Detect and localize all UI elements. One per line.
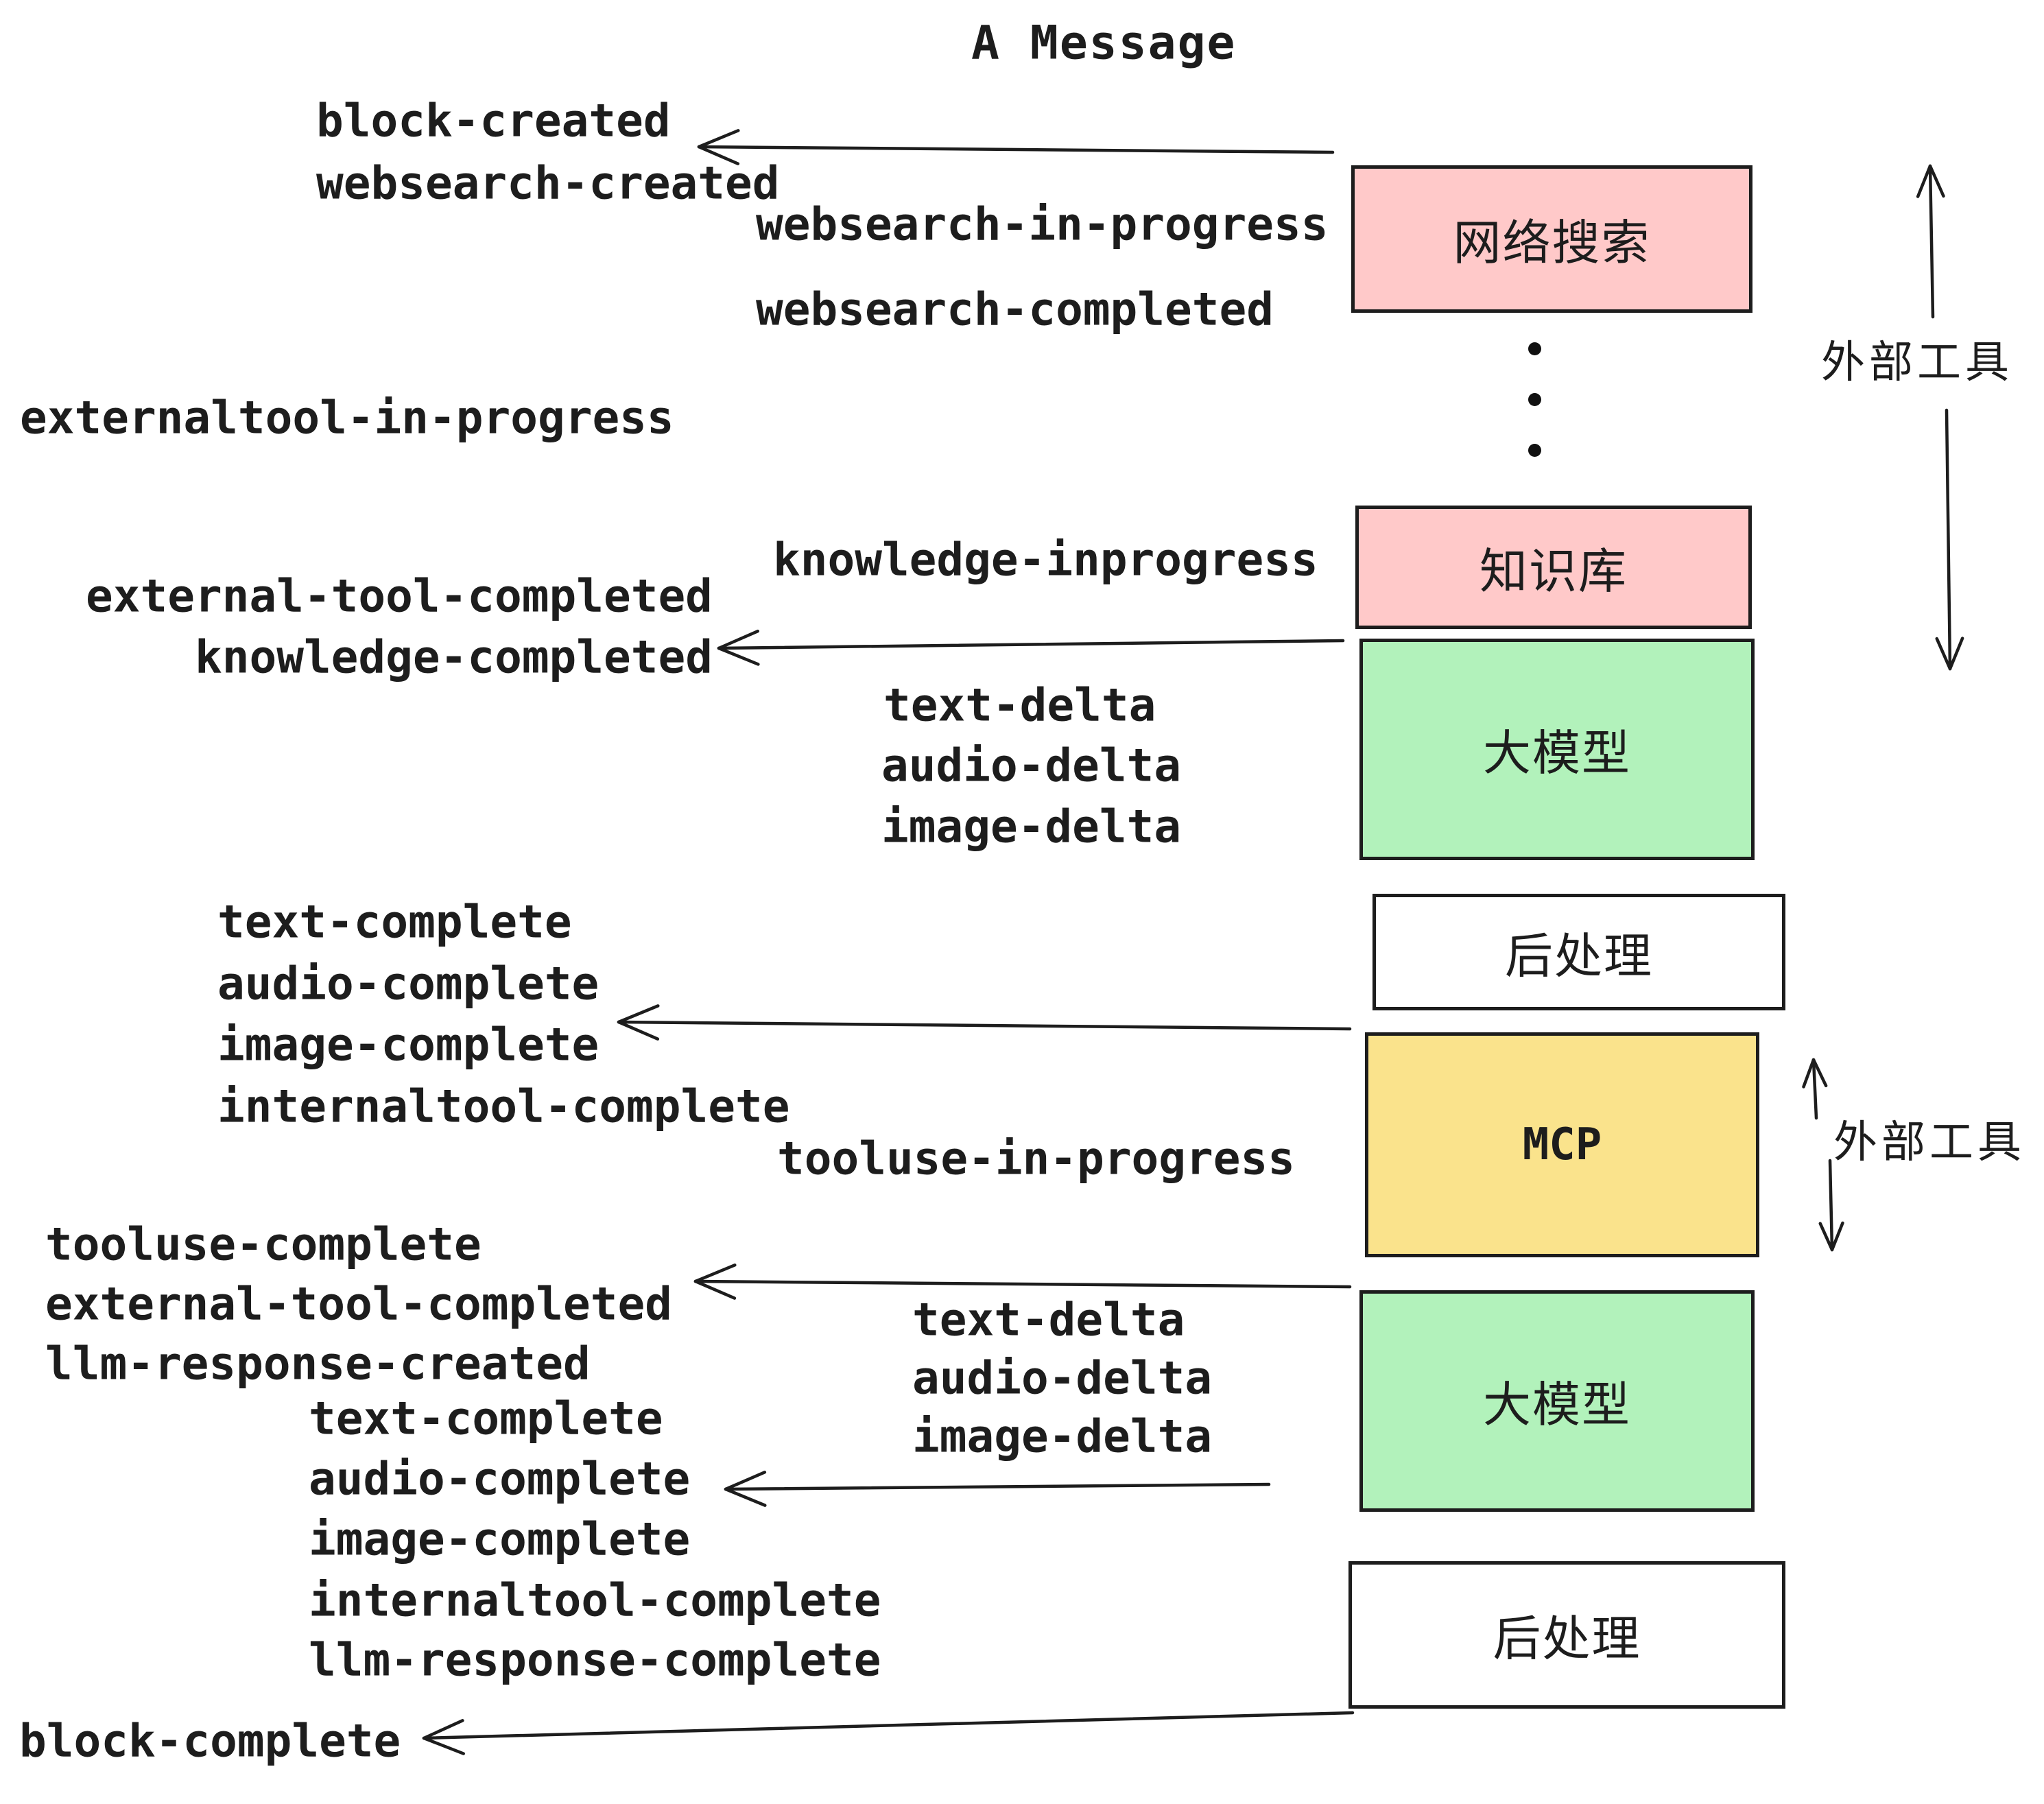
event-image-delta: image-delta xyxy=(881,800,1182,853)
box-label-websearch: 网络搜索 xyxy=(1453,216,1651,270)
event-audio-complete: audio-complete xyxy=(309,1452,691,1506)
box-label-llm-1: 大模型 xyxy=(1483,726,1631,780)
event-externaltool-in-progress: externaltool-in-progress xyxy=(20,391,674,444)
event-audio-complete: audio-complete xyxy=(217,957,599,1010)
side-label-2: 外部工具 xyxy=(1833,1117,2025,1167)
box-label-llm-2: 大模型 xyxy=(1483,1378,1631,1432)
event-tooluse-complete: tooluse-complete xyxy=(45,1218,482,1271)
event-websearch-completed: websearch-completed xyxy=(756,283,1274,336)
box-knowledge: 知识库 xyxy=(1355,506,1752,629)
knowledge-completed-arrow xyxy=(717,629,1345,666)
box-websearch: 网络搜索 xyxy=(1351,165,1752,313)
websearch-created-arrow xyxy=(697,129,1335,165)
event-tooluse-in-progress: tooluse-in-progress xyxy=(777,1132,1295,1185)
box-label-post-2: 后处理 xyxy=(1493,1612,1641,1665)
event-external-tool-completed: external-tool-completed xyxy=(86,569,713,623)
ellipsis-dot xyxy=(1528,444,1541,457)
box-mcp: MCP xyxy=(1365,1032,1759,1257)
ellipsis-dot xyxy=(1528,342,1541,355)
event-knowledge-inprogress: knowledge-inprogress xyxy=(773,533,1318,586)
event-internaltool-complete: internaltool-complete xyxy=(217,1080,790,1133)
event-text-complete: text-complete xyxy=(309,1392,663,1445)
event-internaltool-complete: internaltool-complete xyxy=(309,1574,881,1627)
box-label-post-1: 后处理 xyxy=(1505,929,1653,983)
side-label-1: 外部工具 xyxy=(1821,337,2013,387)
event-text-complete: text-complete xyxy=(217,895,572,949)
external-tools-down-arrow xyxy=(1935,408,1964,671)
event-audio-delta: audio-delta xyxy=(881,739,1182,792)
event-text-delta: text-delta xyxy=(883,678,1156,732)
event-knowledge-completed: knowledge-completed xyxy=(195,630,713,684)
event-audio-delta: audio-delta xyxy=(912,1351,1213,1405)
box-post-1: 后处理 xyxy=(1372,894,1785,1010)
event-llm-response-created: llm-response-created xyxy=(45,1337,591,1390)
audio-complete-arrow xyxy=(724,1471,1271,1507)
image-complete-arrow xyxy=(617,1004,1352,1041)
mcp-external-tools-down-arrow xyxy=(1818,1159,1844,1252)
diagram-title: A Message xyxy=(971,16,1237,71)
event-image-delta: image-delta xyxy=(912,1410,1213,1463)
box-llm-2: 大模型 xyxy=(1359,1290,1755,1512)
box-llm-1: 大模型 xyxy=(1359,639,1755,860)
box-post-2: 后处理 xyxy=(1348,1561,1785,1709)
event-block-complete: block-complete xyxy=(19,1714,401,1768)
event-block-created: block-created xyxy=(316,94,671,147)
event-external-tool-completed: external-tool-completed xyxy=(45,1277,672,1331)
event-websearch-created: websearch-created xyxy=(316,156,780,210)
external-tools-up-arrow xyxy=(1916,164,1945,319)
ellipsis-dot xyxy=(1528,393,1541,406)
box-label-knowledge: 知识库 xyxy=(1479,544,1628,598)
event-llm-response-complete: llm-response-complete xyxy=(309,1633,881,1687)
box-label-mcp: MCP xyxy=(1522,1119,1602,1170)
event-websearch-in-progress: websearch-in-progress xyxy=(756,198,1329,251)
event-image-complete: image-complete xyxy=(217,1018,599,1071)
mcp-external-tools-up-arrow xyxy=(1802,1058,1828,1120)
event-image-complete: image-complete xyxy=(309,1512,691,1566)
event-text-delta: text-delta xyxy=(912,1293,1185,1346)
block-complete-arrow xyxy=(422,1711,1355,1755)
tooluse-complete-arrow xyxy=(693,1263,1352,1300)
